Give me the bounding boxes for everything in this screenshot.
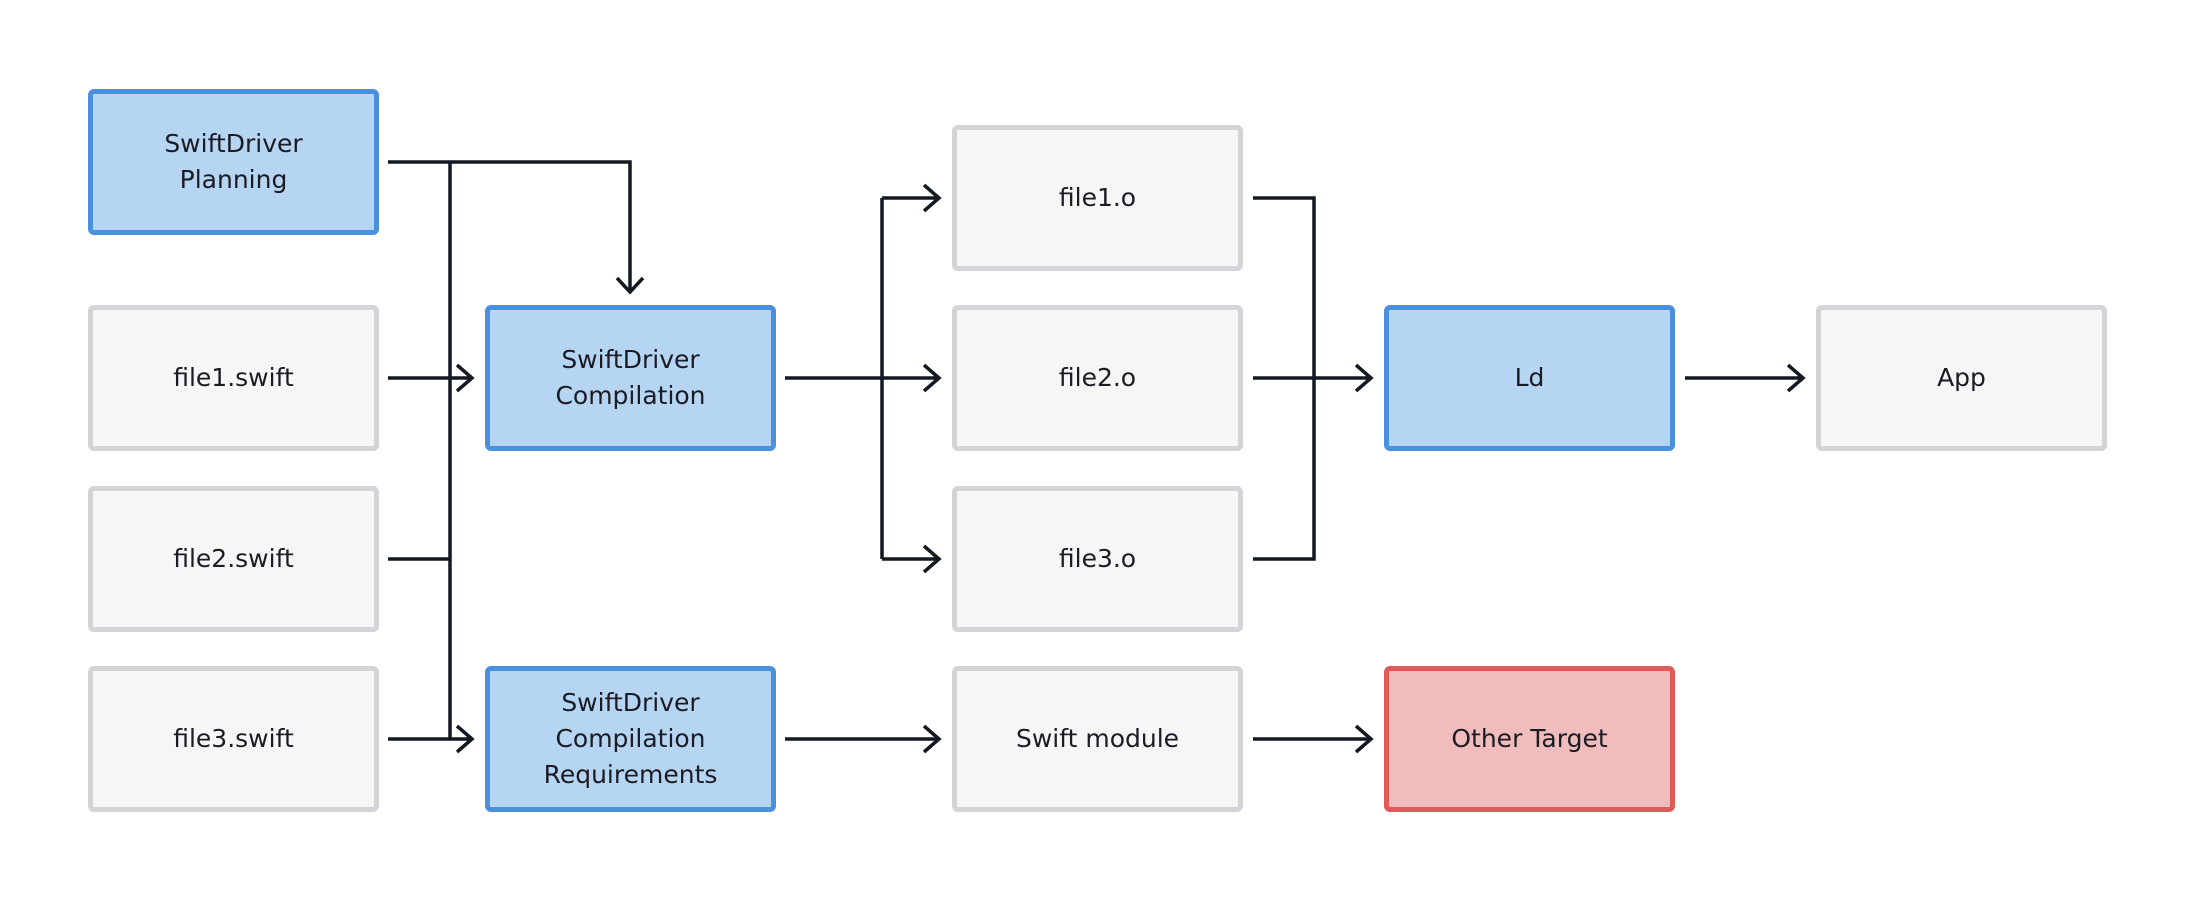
arrowhead-file3-o (922, 544, 942, 574)
node-label: file3.swift (173, 724, 294, 753)
node-file1-o: file1.o (952, 125, 1243, 271)
node-label: SwiftDriver (561, 688, 700, 717)
node-label: Requirements (543, 760, 718, 789)
node-file2-o: file2.o (952, 305, 1243, 451)
node-label: Ld (1514, 363, 1545, 392)
node-other-target: Other Target (1384, 666, 1675, 812)
node-label: App (1937, 363, 1986, 392)
node-file2-swift: file2.swift (88, 486, 379, 632)
arrowhead-ld (1354, 363, 1374, 393)
node-file3-o: file3.o (952, 486, 1243, 632)
arrowhead-other-target (1354, 724, 1374, 754)
node-label: file1.swift (173, 363, 294, 392)
node-swift-module: Swift module (952, 666, 1243, 812)
node-label: Other Target (1451, 724, 1608, 753)
node-label: file1.o (1058, 183, 1137, 212)
node-label: file2.o (1058, 363, 1137, 392)
node-file3-swift: file3.swift (88, 666, 379, 812)
arrowhead-compilation-top (615, 276, 645, 295)
arrowhead-file2-o (922, 363, 942, 393)
arrowhead-requirements-left (455, 724, 475, 754)
node-ld: Ld (1384, 305, 1675, 451)
arrowhead-swift-module (922, 724, 942, 754)
node-app: App (1816, 305, 2107, 451)
arrowhead-file1-o (922, 183, 942, 213)
node-label: Swift module (1015, 724, 1180, 753)
node-label: Compilation (555, 724, 706, 753)
arrowhead-app (1786, 363, 1806, 393)
node-label: file2.swift (173, 544, 294, 573)
node-label: Planning (179, 165, 288, 194)
edge-planning-to-compilation (388, 160, 632, 290)
node-label: SwiftDriver (561, 345, 700, 374)
node-label: Compilation (555, 381, 706, 410)
node-file1-swift: file1.swift (88, 305, 379, 451)
arrowhead-compilation-left (455, 363, 475, 393)
node-label: file3.o (1058, 544, 1137, 573)
node-label: SwiftDriver (164, 129, 303, 158)
